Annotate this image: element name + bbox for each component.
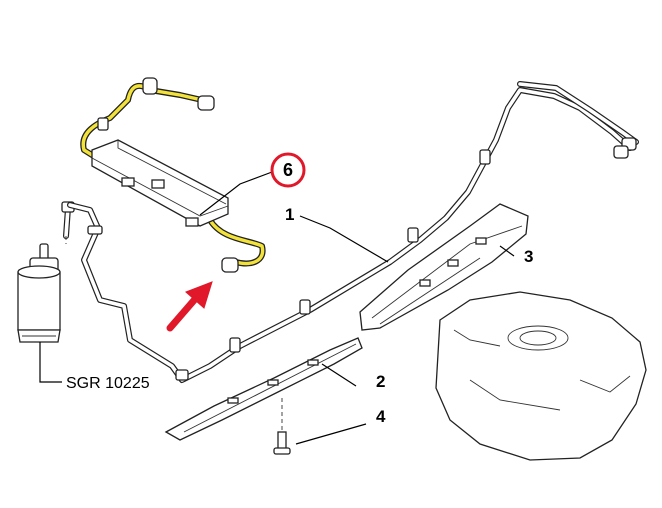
connector xyxy=(221,257,239,273)
connector xyxy=(97,117,109,131)
callout-ring xyxy=(270,152,306,188)
pipe-guard[interactable] xyxy=(359,203,529,331)
filter-code-label: SGR 10225 xyxy=(66,375,150,392)
fuel-pipe[interactable] xyxy=(67,81,639,383)
bracket xyxy=(185,217,199,227)
bracket xyxy=(121,177,135,187)
callout-6[interactable]: 6 xyxy=(270,152,306,188)
fuel-tank[interactable] xyxy=(435,291,647,461)
fuel-filter[interactable] xyxy=(17,201,75,343)
underbody-guard[interactable] xyxy=(164,337,363,441)
connector xyxy=(197,95,215,111)
callout-2[interactable]: 2 xyxy=(376,372,385,391)
callout-1[interactable]: 1 xyxy=(285,205,294,224)
bolt[interactable] xyxy=(273,431,291,455)
dashed-guides xyxy=(65,236,283,430)
leader-lines xyxy=(39,171,515,445)
callout-label: 6 xyxy=(283,160,293,180)
callout-4[interactable]: 4 xyxy=(376,407,386,426)
connector xyxy=(142,77,158,95)
canister-pipe-assembly[interactable] xyxy=(80,77,266,273)
arrow-icon xyxy=(166,281,213,332)
callout-3[interactable]: 3 xyxy=(524,247,533,266)
bracket xyxy=(151,179,165,189)
